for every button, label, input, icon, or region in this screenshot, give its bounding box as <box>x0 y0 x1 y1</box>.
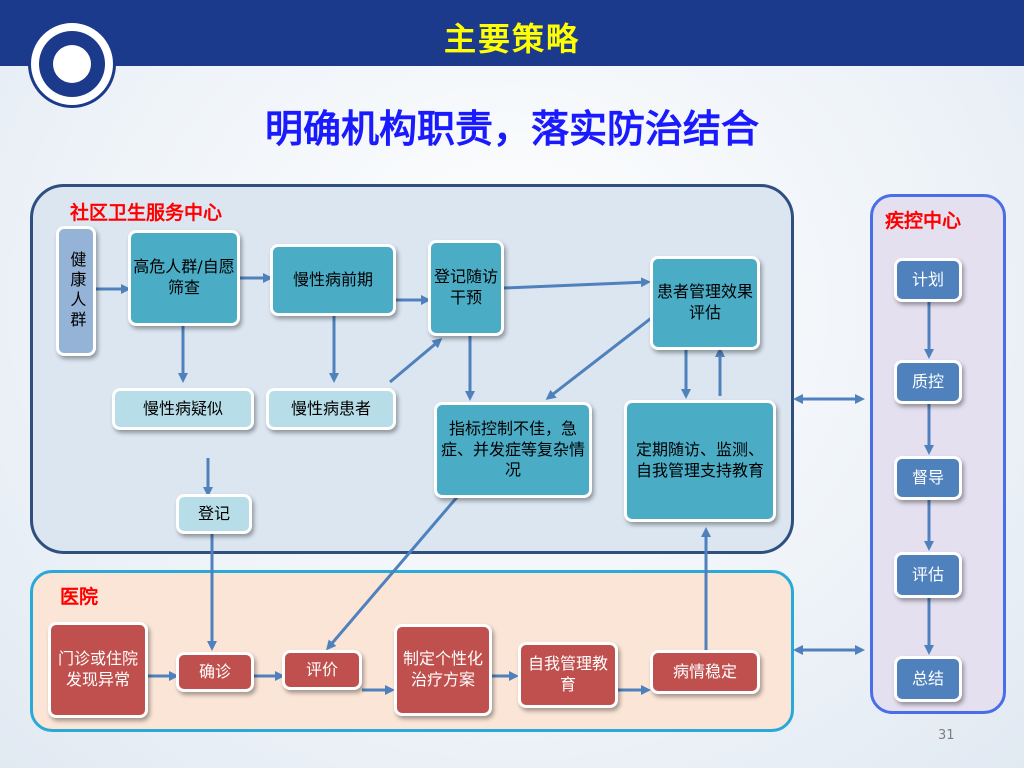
community-panel-title: 社区卫生服务中心 <box>70 202 223 224</box>
poor-control-box: 指标控制不佳，急症、并发症等复杂情况 <box>434 402 592 498</box>
patient-eval-box: 患者管理效果评估 <box>650 256 760 350</box>
slide-title: 主要策略 <box>443 20 580 58</box>
hospital-panel-title: 医院 <box>60 586 99 608</box>
arrow-patients-to-register <box>389 338 443 384</box>
regular-followup-box: 定期随访、监测、自我管理支持教育 <box>624 400 776 522</box>
arrow-eval-to-poorcontrol <box>545 314 655 400</box>
ministry-emblem-icon <box>28 20 116 108</box>
abnormal-found-box: 门诊或住院发现异常 <box>48 622 148 718</box>
cdc-step-summary: 总结 <box>894 656 962 702</box>
cdc-step-quality-control: 质控 <box>894 360 962 404</box>
emblem-core <box>53 45 91 83</box>
pre-chronic-box: 慢性病前期 <box>270 244 396 316</box>
header-bar: 主要策略 <box>0 0 1024 66</box>
arrow-register-to-eval <box>503 277 651 290</box>
register-box: 登记 <box>176 494 252 534</box>
cdc-step-supervision: 督导 <box>894 456 962 500</box>
cdc-step-plan: 计划 <box>894 258 962 302</box>
cdc-panel-title: 疾控中心 <box>885 210 962 232</box>
page-number: 31 <box>938 728 955 743</box>
slide-subtitle: 明确机构职责，落实防治结合 <box>264 107 759 151</box>
stable-box: 病情稳定 <box>650 650 760 694</box>
evaluation-box: 评价 <box>282 650 362 690</box>
suspected-box: 慢性病疑似 <box>112 388 254 430</box>
treatment-plan-box: 制定个性化治疗方案 <box>394 624 492 716</box>
emblem-ring <box>39 31 105 97</box>
arrow-poorcontrol-to-evaluation <box>326 495 460 651</box>
healthy-population-box: 健康人群 <box>56 226 96 356</box>
screening-box: 高危人群/自愿筛查 <box>128 230 240 326</box>
register-followup-box: 登记随访干预 <box>428 240 504 336</box>
cdc-step-assessment: 评估 <box>894 552 962 598</box>
self-management-box: 自我管理教育 <box>518 642 618 708</box>
patients-box: 慢性病患者 <box>266 388 396 430</box>
diagnosis-box: 确诊 <box>176 652 254 692</box>
